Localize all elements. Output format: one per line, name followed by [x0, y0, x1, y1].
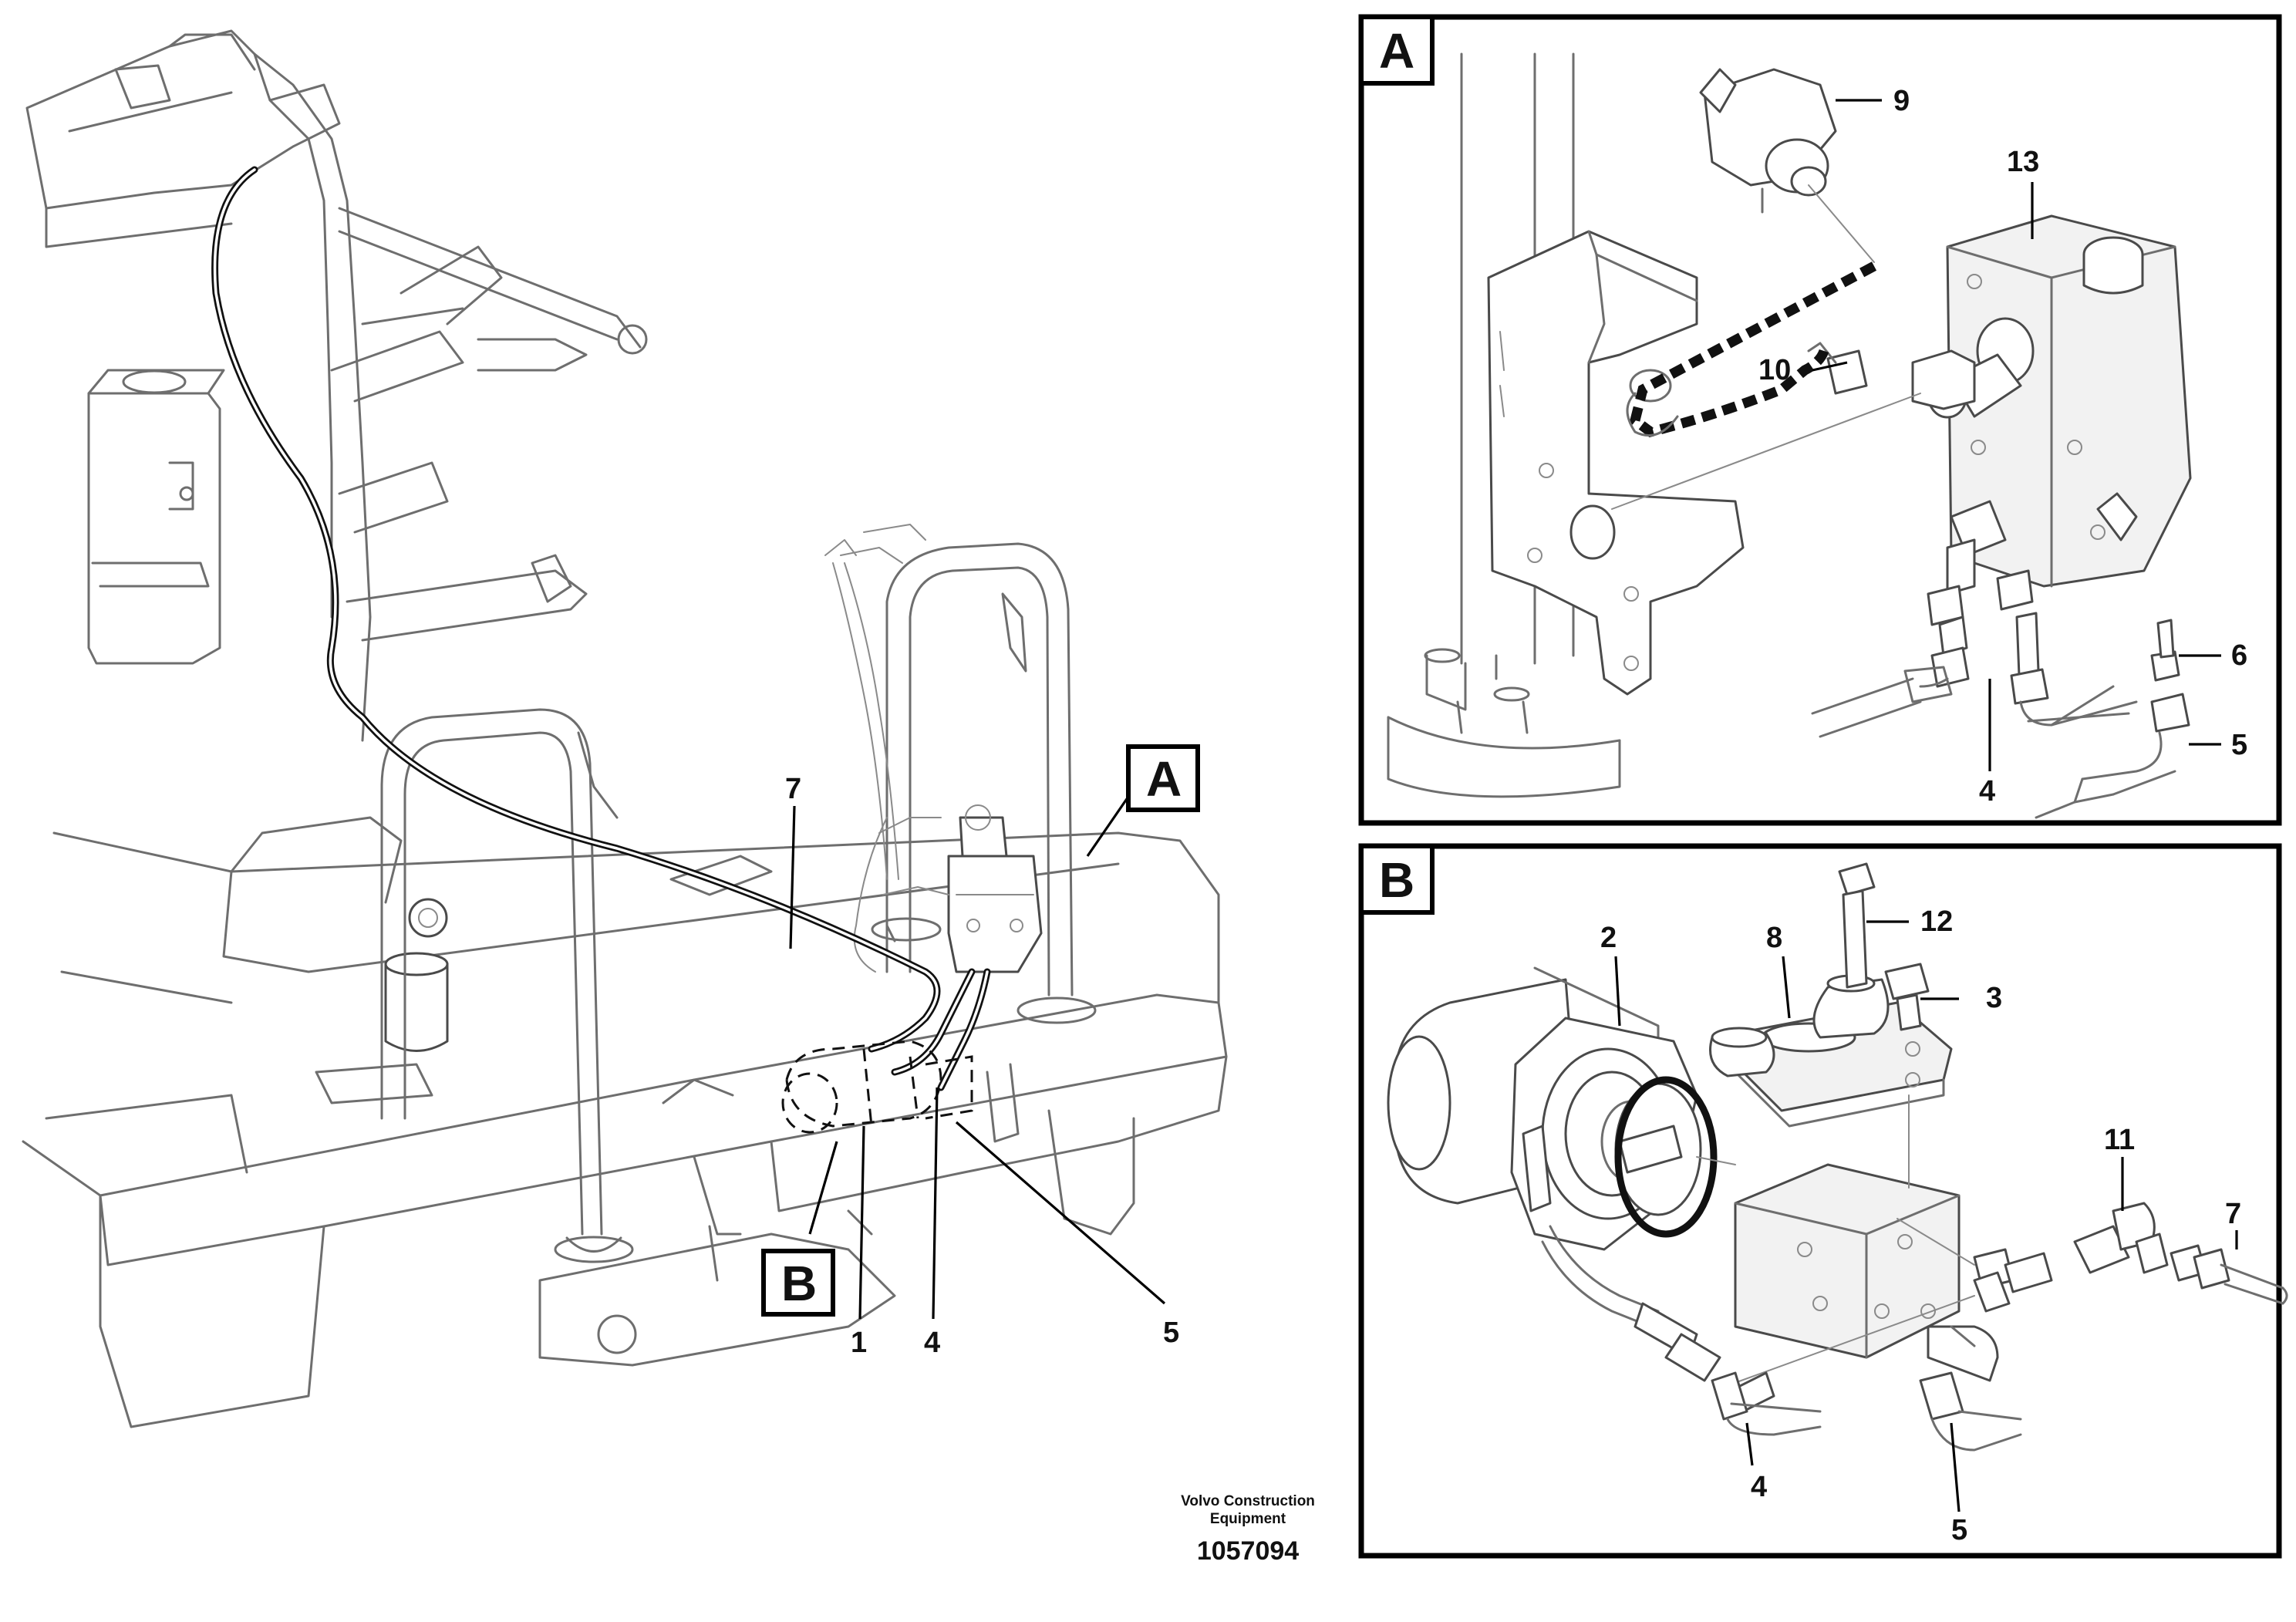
- detail-a-callout-9: 9: [1893, 85, 1910, 117]
- detail-b-callout-7: 7: [2225, 1198, 2241, 1230]
- bolt-12: [1838, 862, 1876, 989]
- electrical-wire-dashed: [1629, 261, 1877, 438]
- detail-view-b: B: [1358, 843, 2288, 1559]
- hydraulic-hoses-main: [211, 166, 991, 1091]
- upper-frame-drawing: [25, 29, 648, 742]
- document-number: 1057094: [1197, 1536, 1299, 1566]
- detail-b-letter-box: [1359, 844, 1435, 915]
- detail-b-callout-3: 3: [1986, 982, 2002, 1014]
- hidden-pump-outline: [781, 1040, 973, 1134]
- detail-b-callout-4: 4: [1751, 1471, 1767, 1503]
- detail-a-frame: [1358, 14, 2282, 826]
- detail-a-callout-10: 10: [1758, 354, 1791, 386]
- view-a-tag[interactable]: [1126, 744, 1200, 812]
- detail-a-callout-6: 6: [2231, 639, 2247, 672]
- electric-motor-2: [1387, 966, 1721, 1382]
- main-callout-1: 1: [851, 1327, 867, 1359]
- right-handrail-and-valve: [824, 524, 1097, 1024]
- main-callout-4: 4: [924, 1327, 940, 1359]
- o-ring: [1614, 1076, 1718, 1238]
- detail-view-a: A: [1358, 14, 2282, 826]
- pump-block: [1734, 1163, 1961, 1359]
- detail-b-callout-5: 5: [1951, 1514, 1967, 1546]
- detail-b-callout-12: 12: [1920, 905, 1953, 938]
- bolt-3: [1884, 963, 1930, 1031]
- credit-line-2: Equipment: [1210, 1511, 1286, 1527]
- detail-a-letter-box: [1359, 15, 1435, 86]
- detail-a-callout-13: 13: [2007, 146, 2039, 178]
- detail-b-callout-2: 2: [1600, 922, 1617, 954]
- left-handrail: [315, 708, 634, 1263]
- detail-b-letter: B: [1379, 852, 1414, 908]
- detail-a-callout-4: 4: [1979, 775, 1995, 808]
- detail-a-callout-5: 5: [2231, 729, 2247, 761]
- view-b-tag[interactable]: [761, 1249, 835, 1317]
- detail-a-bracket: [1487, 230, 1745, 696]
- view-b-tag-label: B: [781, 1256, 817, 1311]
- detail-b-callout-8: 8: [1766, 922, 1782, 954]
- main-assembly-view: 7 1 4 5 A B: [22, 29, 1228, 1428]
- footer-credit: Volvo Construction Equipment 1057094: [1181, 1493, 1315, 1566]
- main-callout-5: 5: [1163, 1317, 1179, 1349]
- credit-line-1: Volvo Construction: [1181, 1493, 1315, 1509]
- detail-b-leader-lines: [1614, 920, 2238, 1512]
- base-frame-drawing: [22, 731, 1228, 1428]
- detail-b-fittings: [1711, 1202, 2288, 1452]
- detail-a-leader-lines: [1812, 99, 2221, 771]
- main-callout-7: 7: [785, 773, 801, 805]
- view-a-tag-label: A: [1146, 751, 1182, 807]
- detail-b-callout-11: 11: [2104, 1124, 2135, 1156]
- detail-b-frame: [1358, 843, 2282, 1559]
- detail-a-letter: A: [1379, 23, 1414, 79]
